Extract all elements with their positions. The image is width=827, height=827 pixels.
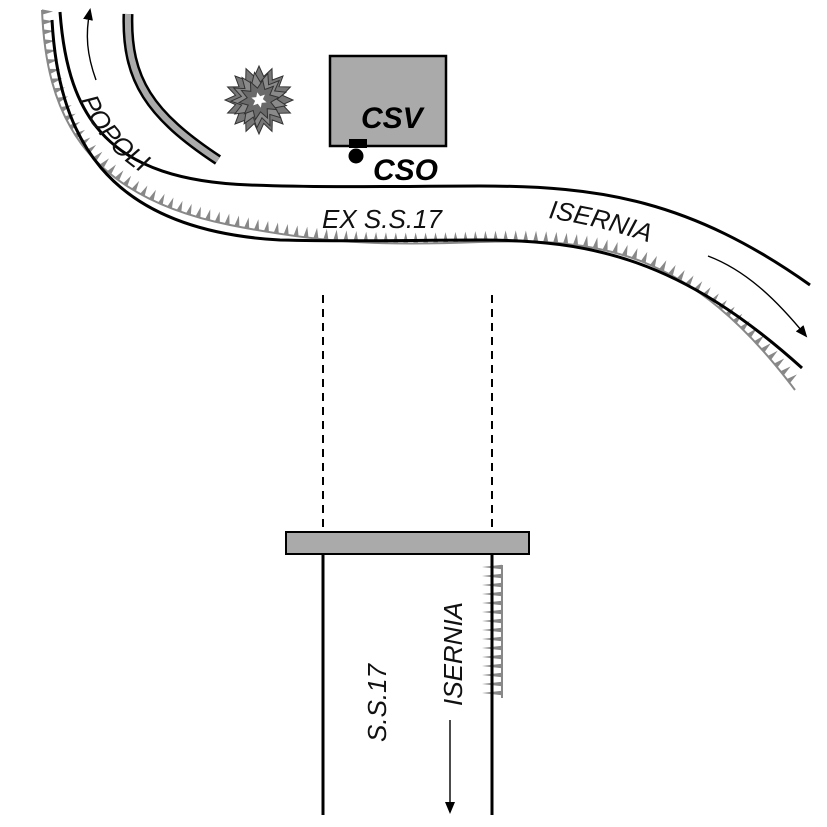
embankment-tooth xyxy=(273,222,279,234)
embankment-tooth xyxy=(592,237,598,249)
embankment-tooth xyxy=(41,9,54,15)
old-road-edge-outer xyxy=(58,11,811,287)
embankment-tooth xyxy=(668,265,676,276)
direction-arrow-popoli xyxy=(83,8,97,81)
embankment-tooth xyxy=(503,230,509,242)
embankment-tooth xyxy=(760,343,771,353)
cso-marker-dot xyxy=(348,148,364,164)
embankment-tooth xyxy=(754,335,765,345)
embankment-tooth xyxy=(676,270,685,281)
embankment-tooth xyxy=(214,211,220,223)
direction-arrow-isernia-upper xyxy=(707,255,808,338)
embankment-tooth xyxy=(621,244,628,257)
embankment-tooth xyxy=(602,239,608,251)
embankment-tooth xyxy=(303,226,309,238)
embankment-tooth xyxy=(131,180,140,192)
label-isernia-lower: ISERNIA xyxy=(438,602,468,706)
embankment-tooth xyxy=(167,197,174,209)
embankment-tooth xyxy=(234,215,240,227)
embankment-tooth xyxy=(42,19,54,25)
embankment-tooth xyxy=(343,230,349,242)
label-cso: CSO xyxy=(373,154,438,187)
embankment-tooth xyxy=(563,232,569,245)
embankment-tooth xyxy=(244,217,250,229)
label-ss17: S.S.17 xyxy=(362,662,392,742)
embankment-tooth xyxy=(157,193,165,205)
old-road-edge-inner xyxy=(50,19,804,370)
embankment-tooth xyxy=(313,227,319,239)
embankment-tooth xyxy=(122,175,132,187)
embankment-tooth xyxy=(685,275,694,287)
embankment-tooth xyxy=(293,225,299,237)
embankment-tooth xyxy=(253,219,260,231)
embankment-tooth xyxy=(99,158,109,169)
embankment-tooth xyxy=(263,220,269,233)
embankment-tooth xyxy=(780,366,791,376)
building-csv xyxy=(328,54,448,148)
embankment-tooth xyxy=(582,235,588,247)
embankment-tooth xyxy=(185,203,192,216)
embankment-tooth xyxy=(553,231,559,244)
embankment-tooth xyxy=(732,313,743,324)
embankment-tooth xyxy=(774,358,785,368)
embankment-tooth xyxy=(323,228,329,240)
embankment-tooth xyxy=(640,251,648,263)
embankment-tooth xyxy=(114,170,124,181)
embankment-tooth xyxy=(543,231,549,243)
label-ex-ss17: EX S.S.17 xyxy=(322,204,443,234)
label-csv: CSV xyxy=(361,102,426,135)
embankment-tooth xyxy=(107,164,117,175)
embankment-tooth xyxy=(148,189,156,201)
embankment-tooth xyxy=(523,230,529,242)
embankment-tooth xyxy=(333,229,339,241)
embankment-tooth xyxy=(659,260,667,272)
label-popoli: POPOLI xyxy=(74,90,155,178)
embankment-tooth xyxy=(224,213,230,225)
embankment-tooth xyxy=(283,223,289,236)
tree-icon xyxy=(223,64,295,136)
embankment-tooth xyxy=(767,350,778,360)
embankment-tooth xyxy=(650,255,657,267)
guardrail-curve-fill xyxy=(124,13,220,163)
cso-marker-square xyxy=(349,139,367,148)
embankment-tooth xyxy=(631,248,638,260)
embankment-tooth xyxy=(176,200,183,213)
overpass-deck xyxy=(285,531,530,555)
embankment-tooth xyxy=(612,242,618,254)
embankment-tooth xyxy=(423,232,429,244)
embankment-tooth xyxy=(139,185,148,197)
embankment-tooth xyxy=(786,374,797,384)
embankment-tooth xyxy=(195,206,201,218)
embankment-tooth xyxy=(205,209,211,221)
embankment-tooth xyxy=(572,234,579,246)
tree-center xyxy=(251,92,267,108)
embankment-tooth xyxy=(533,230,539,242)
embankment-tooth xyxy=(513,230,519,242)
